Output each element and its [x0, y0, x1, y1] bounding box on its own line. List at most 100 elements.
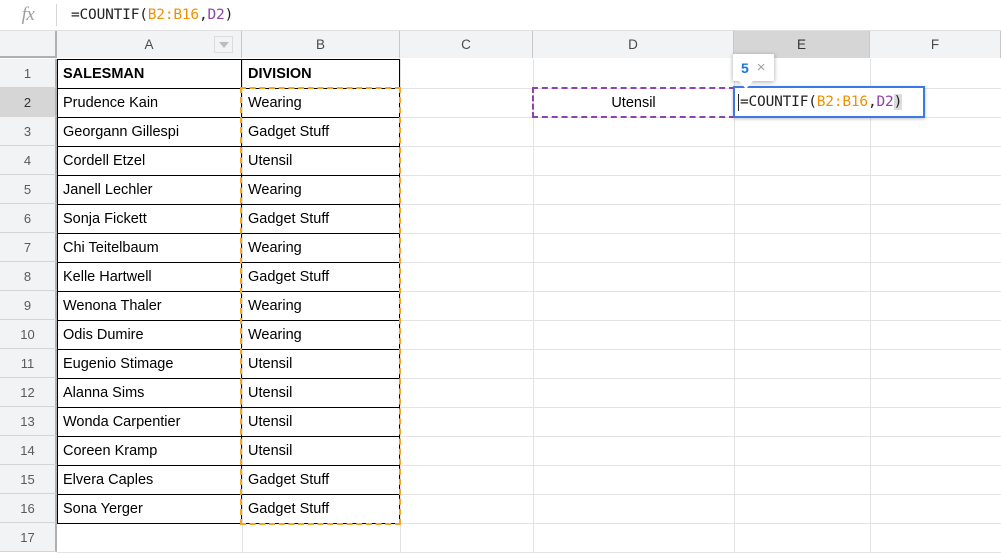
cell-b15-division[interactable]: Gadget Stuff [242, 465, 400, 494]
cell-a13-salesman[interactable]: Wonda Carpentier [57, 407, 242, 436]
cell-editor-e2[interactable]: =COUNTIF(B2:B16,D2) [733, 86, 925, 118]
gridline-horizontal [57, 175, 1001, 176]
gridline-horizontal [57, 436, 1001, 437]
cell-b12-division[interactable]: Utensil [242, 378, 400, 407]
cell-b7-division[interactable]: Wearing [242, 233, 400, 262]
cell-a3-salesman[interactable]: Georgann Gillespi [57, 117, 242, 146]
formula-bar: fx =COUNTIF(B2:B16,D2) [0, 0, 1001, 31]
cell-a11-salesman[interactable]: Eugenio Stimage [57, 349, 242, 378]
column-header-d[interactable]: D [533, 31, 734, 58]
cell-d2-criteria[interactable]: Utensil [533, 88, 734, 117]
row-header-16[interactable]: 16 [0, 494, 57, 523]
cell-a6-salesman[interactable]: Sonja Fickett [57, 204, 242, 233]
cell-b4-division[interactable]: Utensil [242, 146, 400, 175]
table-border-row-sep [57, 349, 400, 350]
row-header-3[interactable]: 3 [0, 117, 57, 146]
table-border-top [57, 59, 400, 60]
cell-b10-division[interactable]: Wearing [242, 320, 400, 349]
row-header-13[interactable]: 13 [0, 407, 57, 436]
cell-a5-salesman[interactable]: Janell Lechler [57, 175, 242, 204]
column-header-label: E [796, 37, 806, 52]
row-header-11[interactable]: 11 [0, 349, 57, 378]
row-header-15[interactable]: 15 [0, 465, 57, 494]
cell-b5-division[interactable]: Wearing [242, 175, 400, 204]
row-header-label: 2 [23, 94, 32, 110]
column-header-e[interactable]: E [734, 31, 870, 58]
table-border-row-sep [57, 175, 400, 176]
cell-b1-header-division[interactable]: DIVISION [242, 59, 400, 88]
gridline-horizontal [57, 320, 1001, 321]
formula-cell-ref: D2 [207, 7, 225, 23]
row-header-17[interactable]: 17 [0, 523, 57, 552]
row-header-label: 16 [20, 500, 35, 516]
cell-a1-header-salesman[interactable]: SALESMAN [57, 59, 242, 88]
cell-text: Gadget Stuff [248, 210, 330, 227]
cell-a12-salesman[interactable]: Alanna Sims [57, 378, 242, 407]
row-header-label: 11 [20, 355, 35, 371]
column-header-label: B [315, 37, 325, 52]
cell-a8-salesman[interactable]: Kelle Hartwell [57, 262, 242, 291]
column-header-a[interactable]: A [57, 31, 242, 58]
cell-b2-division[interactable]: Wearing [242, 88, 400, 117]
cell-text: Georgann Gillespi [63, 123, 180, 140]
row-header-12[interactable]: 12 [0, 378, 57, 407]
row-header-4[interactable]: 4 [0, 146, 57, 175]
column-header-c[interactable]: C [400, 31, 533, 58]
formula-close-paren: ) [224, 7, 234, 23]
chevron-down-icon[interactable] [214, 36, 233, 53]
cell-b9-division[interactable]: Wearing [242, 291, 400, 320]
cell-b11-division[interactable]: Utensil [242, 349, 400, 378]
formula-comma: , [198, 7, 208, 23]
gridline-vertical [533, 59, 534, 553]
column-header-b[interactable]: B [242, 31, 400, 58]
cell-b16-division[interactable]: Gadget Stuff [242, 494, 400, 523]
gridline-horizontal [57, 349, 1001, 350]
cell-text: Wearing [248, 297, 302, 314]
row-header-2[interactable]: 2 [0, 88, 57, 117]
cell-text: Prudence Kain [63, 94, 159, 111]
formula-result-tooltip[interactable]: 5 × [733, 54, 774, 81]
cell-b6-division[interactable]: Gadget Stuff [242, 204, 400, 233]
row-header-label: 12 [20, 384, 35, 400]
cell-a10-salesman[interactable]: Odis Dumire [57, 320, 242, 349]
row-header-10[interactable]: 10 [0, 320, 57, 349]
cell-b13-division[interactable]: Utensil [242, 407, 400, 436]
row-header-7[interactable]: 7 [0, 233, 57, 262]
cell-a4-salesman[interactable]: Cordell Etzel [57, 146, 242, 175]
column-header-label: A [144, 37, 154, 52]
cell-a9-salesman[interactable]: Wenona Thaler [57, 291, 242, 320]
row-header-1[interactable]: 1 [0, 59, 57, 88]
gridline-horizontal [57, 494, 1001, 495]
row-header-label: 1 [23, 65, 32, 81]
cell-a14-salesman[interactable]: Coreen Kramp [57, 436, 242, 465]
gridline-horizontal [57, 146, 1001, 147]
close-icon[interactable]: × [756, 59, 766, 76]
select-all-corner[interactable] [0, 31, 57, 58]
gridline-vertical [870, 59, 871, 553]
row-header-8[interactable]: 8 [0, 262, 57, 291]
cell-b14-division[interactable]: Utensil [242, 436, 400, 465]
cell-editor-text: =COUNTIF(B2:B16,D2) [740, 94, 902, 110]
row-header-6[interactable]: 6 [0, 204, 57, 233]
column-header-label: C [461, 37, 471, 52]
row-header-label: 17 [20, 529, 35, 545]
cell-a2-salesman[interactable]: Prudence Kain [57, 88, 242, 117]
cell-text: Coreen Kramp [63, 442, 158, 459]
cell-b3-division[interactable]: Gadget Stuff [242, 117, 400, 146]
cell-b8-division[interactable]: Gadget Stuff [242, 262, 400, 291]
row-header-label: 7 [23, 239, 32, 255]
cell-text: Cordell Etzel [63, 152, 146, 169]
cell-a7-salesman[interactable]: Chi Teitelbaum [57, 233, 242, 262]
gridline-horizontal [57, 523, 1001, 524]
column-header-f[interactable]: F [870, 31, 1001, 58]
row-header-5[interactable]: 5 [0, 175, 57, 204]
row-header-14[interactable]: 14 [0, 436, 57, 465]
cell-a16-salesman[interactable]: Sona Yerger [57, 494, 242, 523]
row-header-9[interactable]: 9 [0, 291, 57, 320]
cell-text: Odis Dumire [63, 326, 144, 343]
formula-bar-input[interactable]: =COUNTIF(B2:B16,D2) [71, 7, 233, 23]
table-border-row-sep [57, 436, 400, 437]
column-headers[interactable]: A B C D E F [0, 31, 1001, 58]
cell-a15-salesman[interactable]: Elvera Caples [57, 465, 242, 494]
